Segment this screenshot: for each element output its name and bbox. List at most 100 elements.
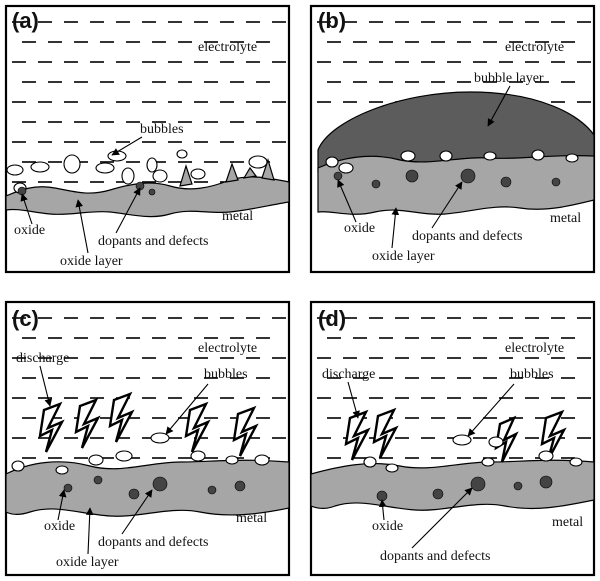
panel-c-oxide-layer	[6, 459, 289, 517]
metal-label: metal	[552, 515, 583, 530]
bubble	[385, 463, 399, 473]
bubbles-label: bubbles	[204, 367, 248, 382]
bubble	[152, 169, 168, 183]
bubble	[531, 149, 545, 161]
bubbles-label: bubbles	[140, 122, 184, 137]
dopants-label: dopants and defects	[98, 535, 208, 550]
dopants-label: dopants and defects	[98, 234, 208, 249]
defect	[405, 169, 419, 183]
oxide-label: oxide	[372, 519, 403, 534]
discharge-bolt	[232, 405, 259, 457]
bubble	[254, 454, 270, 466]
bubble	[565, 153, 579, 163]
discharge-label: discharge	[16, 351, 69, 366]
panel-c: (c) discharge electrolyte bubbles metal …	[4, 300, 291, 577]
defect	[539, 475, 553, 489]
electrolyte-label: electrolyte	[198, 40, 257, 55]
bubble	[11, 460, 25, 472]
panel-d-bubbles	[363, 434, 583, 473]
bubble	[190, 168, 206, 180]
defect	[376, 490, 388, 502]
electrolyte-label: electrolyte	[505, 341, 564, 356]
discharge-bolt	[184, 401, 211, 453]
bubble	[481, 457, 495, 467]
panel-c-bubbles	[11, 432, 270, 475]
panel-letter: (a)	[12, 8, 39, 33]
bubble	[30, 161, 50, 173]
panel-letter: (d)	[318, 306, 346, 331]
dopants-label: dopants and defects	[380, 549, 490, 564]
oxide-label: oxide	[44, 519, 75, 534]
panel-b-defects	[333, 168, 561, 189]
discharge-bolt	[108, 391, 135, 443]
panel-b-oxide-layer	[317, 155, 594, 215]
panel-d-discharges	[344, 407, 567, 463]
bubble	[538, 450, 554, 462]
bubble	[439, 150, 453, 162]
bubble	[569, 457, 583, 467]
bubble	[248, 155, 268, 169]
defect	[500, 176, 512, 188]
discharge-bolt	[38, 401, 65, 453]
oxide-layer-label: oxide layer	[372, 249, 435, 264]
oxide-layer-label: oxide layer	[56, 555, 119, 570]
defect	[128, 488, 140, 500]
bubble	[95, 162, 115, 174]
oxide-layer-label: oxide layer	[60, 254, 123, 269]
bubble	[325, 156, 339, 168]
bubble	[190, 450, 206, 462]
defect	[333, 171, 343, 181]
bubble	[176, 149, 188, 159]
defect	[470, 476, 486, 492]
panel-d: (d) discharge electrolyte bubbles metal …	[309, 300, 596, 577]
defect	[551, 177, 561, 187]
metal-label: metal	[236, 511, 267, 526]
oxide-label: oxide	[344, 221, 375, 236]
panel-a-oxide-spikes	[179, 158, 275, 187]
bubble	[150, 432, 170, 444]
bubble	[55, 465, 69, 475]
bubble	[400, 150, 416, 162]
defect	[17, 186, 27, 196]
defect	[63, 483, 73, 493]
bubble	[146, 157, 158, 173]
bubble	[6, 164, 24, 176]
panel-c-discharges	[38, 391, 259, 457]
bubble	[483, 151, 497, 161]
panel-b-bubble-layer	[317, 91, 594, 173]
panel-letter: (c)	[12, 306, 39, 331]
panel-c-electrolyte-dashes	[12, 317, 286, 459]
panel-b: (b) electrolyte bubble layer metal oxide…	[309, 4, 596, 274]
dopants-label: dopants and defects	[412, 229, 522, 244]
panel-d-defects	[376, 475, 553, 502]
metal-label: metal	[550, 211, 581, 226]
bubbles-label: bubbles	[510, 367, 554, 382]
discharge-bolt	[540, 409, 567, 461]
bubble	[452, 434, 472, 446]
electrolyte-label: electrolyte	[505, 40, 564, 55]
defect	[371, 179, 381, 189]
bubble	[88, 454, 104, 466]
panel-a: (a) electrolyte bubbles metal oxide dopa…	[4, 4, 291, 274]
discharge-bolt	[372, 407, 399, 459]
bubble	[115, 450, 133, 462]
bubble	[338, 162, 354, 174]
panel-d-electrolyte-dashes	[317, 317, 591, 459]
defect	[207, 485, 217, 495]
defect	[432, 488, 444, 500]
bubble-layer-label: bubble layer	[474, 71, 544, 86]
oxide-label: oxide	[14, 223, 45, 238]
bubble	[63, 154, 81, 174]
metal-label: metal	[222, 209, 253, 224]
defect	[152, 476, 168, 492]
discharge-label: discharge	[322, 367, 375, 382]
discharge-bolt	[344, 409, 371, 461]
defect	[460, 168, 476, 184]
panel-a-frame	[4, 4, 291, 274]
panel-b-bubbles	[325, 149, 579, 174]
bubble	[488, 436, 504, 448]
bubble	[363, 456, 377, 468]
bubble	[225, 455, 239, 465]
defect	[513, 481, 523, 491]
